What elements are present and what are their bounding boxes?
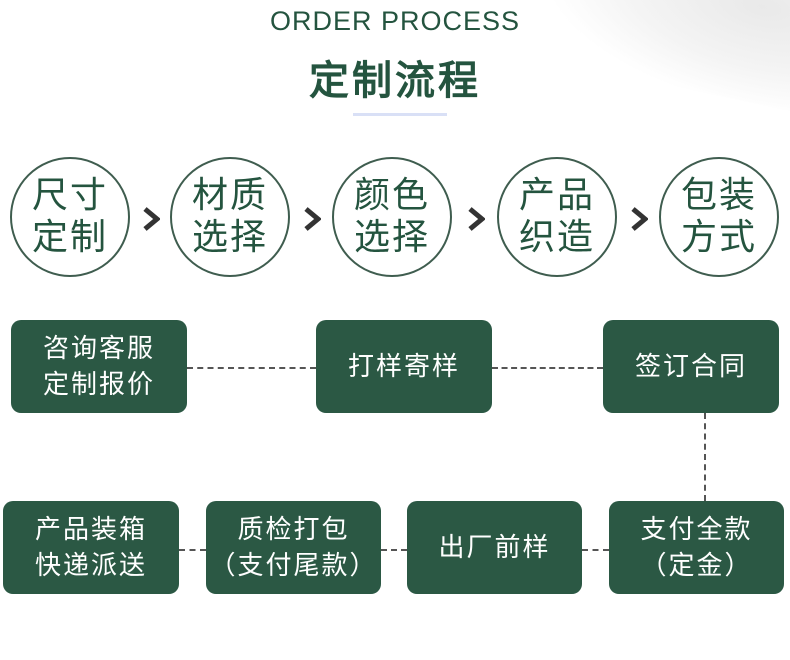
circle-weaving: 产品 织造 — [497, 157, 617, 277]
step-preshipment-sample: 出厂前样 — [407, 501, 582, 594]
step-sample: 打样寄样 — [316, 320, 492, 413]
step-line2: 定制报价 — [42, 369, 155, 400]
step-line1: 出厂前样 — [438, 532, 551, 563]
circle-size-custom: 尺寸 定制 — [10, 157, 130, 277]
step-line1: 支付全款 — [640, 514, 753, 545]
circle-line2: 定制 — [31, 217, 108, 258]
connector-dashed — [179, 549, 206, 551]
connector-dashed — [381, 549, 407, 551]
circle-line2: 织造 — [518, 217, 595, 258]
step-pack-ship: 产品装箱 快递派送 — [3, 501, 179, 594]
step-line1: 质检打包 — [237, 514, 350, 545]
step-line2: （定金） — [640, 550, 753, 581]
circle-line2: 方式 — [680, 217, 757, 258]
step-line1: 打样寄样 — [347, 351, 460, 382]
step-full-payment: 支付全款 （定金） — [609, 501, 784, 594]
circle-packaging: 包装 方式 — [659, 157, 779, 277]
chevron-right-icon — [631, 207, 648, 231]
step-line1: 咨询客服 — [42, 333, 155, 364]
step-consult-quote: 咨询客服 定制报价 — [11, 320, 187, 413]
circle-color: 颜色 选择 — [332, 157, 452, 277]
connector-dashed-vertical — [704, 413, 706, 501]
chevron-right-icon — [143, 207, 160, 231]
connector-dashed — [582, 549, 609, 551]
title-english: ORDER PROCESS — [269, 6, 521, 36]
chevron-right-icon — [304, 207, 321, 231]
step-line2: （支付尾款） — [209, 550, 378, 581]
circle-line1: 颜色 — [353, 175, 430, 216]
chevron-right-icon — [468, 207, 485, 231]
step-line1: 签订合同 — [634, 351, 747, 382]
step-sign-contract: 签订合同 — [603, 320, 779, 413]
circle-line2: 选择 — [353, 217, 430, 258]
circle-line2: 选择 — [191, 217, 268, 258]
circle-line1: 包装 — [680, 175, 757, 216]
circle-line1: 产品 — [518, 175, 595, 216]
circle-line1: 材质 — [191, 175, 268, 216]
step-line2: 快递派送 — [34, 550, 147, 581]
connector-dashed — [187, 367, 316, 369]
step-line1: 产品装箱 — [34, 514, 147, 545]
title-chinese: 定制流程 — [309, 58, 481, 104]
circle-material: 材质 选择 — [170, 157, 290, 277]
title-underline — [353, 113, 447, 116]
connector-dashed — [492, 367, 603, 369]
circle-line1: 尺寸 — [31, 175, 108, 216]
step-qc-pack: 质检打包 （支付尾款） — [206, 501, 381, 594]
